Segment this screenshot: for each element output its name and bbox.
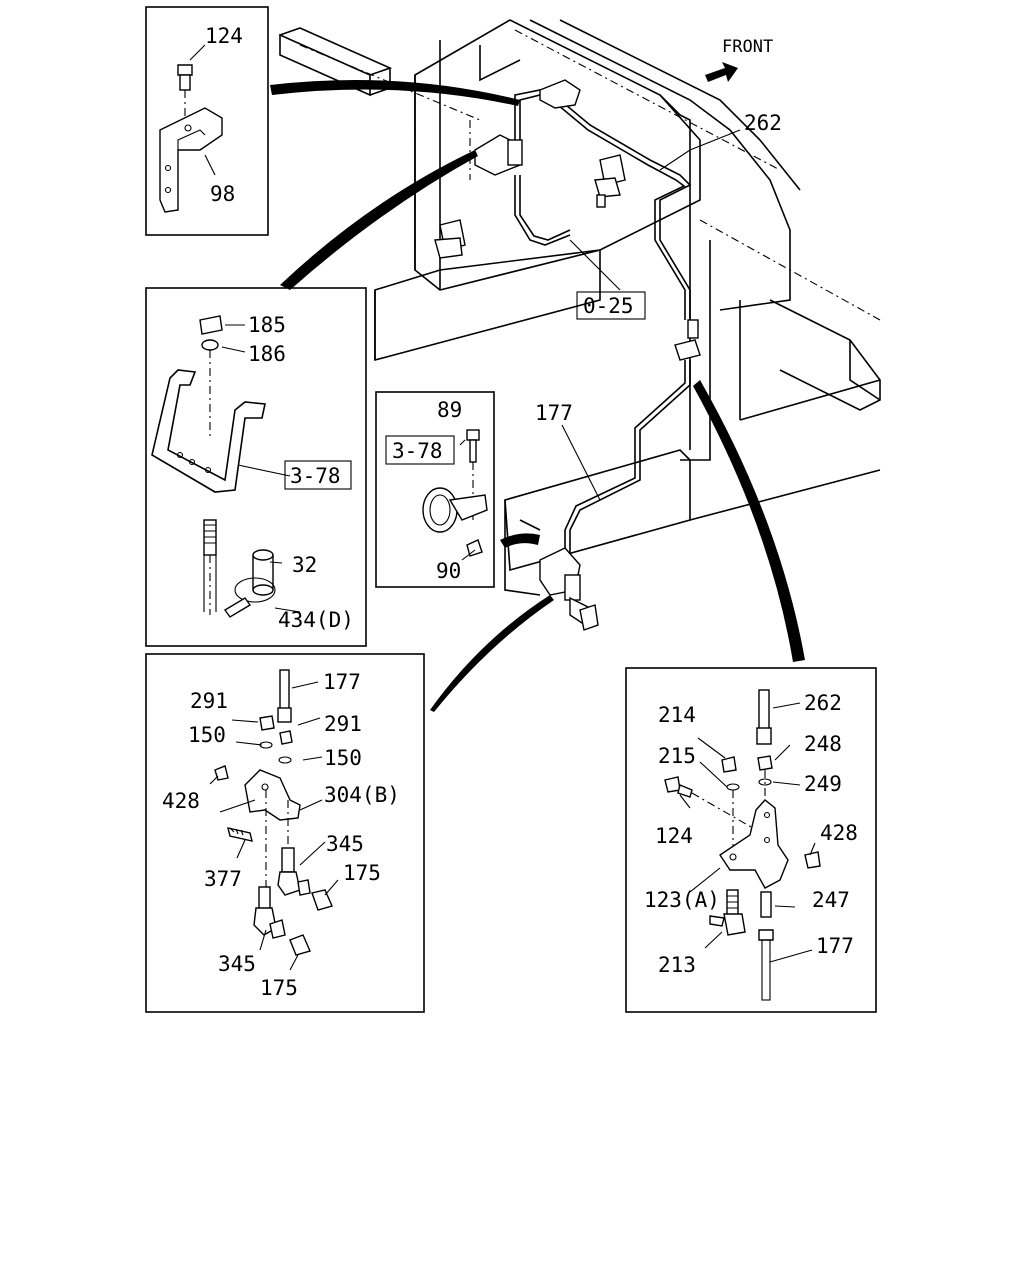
label-175-b: 175	[260, 976, 298, 1000]
inset-middle-left	[145, 287, 367, 647]
label-428-br: 428	[820, 821, 858, 845]
label-89: 89	[437, 398, 462, 422]
label-213: 213	[658, 953, 696, 977]
label-345-b: 345	[218, 952, 256, 976]
label-124-tl: 124	[205, 24, 243, 48]
label-428-bl: 428	[162, 789, 200, 813]
frame-assembly	[279, 19, 881, 596]
label-150-a: 150	[188, 723, 226, 747]
label-248: 248	[804, 732, 842, 756]
label-185: 185	[248, 313, 286, 337]
inset-bottom-left	[145, 653, 425, 1013]
label-247: 247	[812, 888, 850, 912]
label-215: 215	[658, 744, 696, 768]
label-150-b: 150	[324, 746, 362, 770]
label-345-a: 345	[326, 832, 364, 856]
label-291-b: 291	[324, 712, 362, 736]
callout-arrows	[270, 80, 805, 712]
main-components	[434, 79, 701, 631]
label-124-br: 124	[655, 824, 693, 848]
label-249: 249	[804, 772, 842, 796]
label-434d: 434(D)	[278, 608, 354, 632]
label-123a: 123(A)	[644, 888, 720, 912]
label-177-bl: 177	[323, 670, 361, 694]
label-90: 90	[436, 559, 461, 583]
inset-bottom-right	[625, 667, 877, 1013]
ref-3-78-mid: 3-78	[392, 439, 443, 463]
label-262-br: 262	[804, 691, 842, 715]
ref-3-78-ml: 3-78	[290, 464, 341, 488]
front-label: FRONT	[722, 37, 773, 57]
label-377: 377	[204, 867, 242, 891]
label-214: 214	[658, 703, 696, 727]
label-32: 32	[292, 553, 317, 577]
label-186: 186	[248, 342, 286, 366]
label-262-main: 262	[744, 111, 782, 135]
front-arrow-icon	[705, 62, 738, 82]
ref-0-25: 0-25	[583, 294, 634, 318]
label-177-br: 177	[816, 934, 854, 958]
label-177-main: 177	[535, 401, 573, 425]
label-98-tl: 98	[210, 182, 235, 206]
label-291-a: 291	[190, 689, 228, 713]
inset-middle	[375, 391, 495, 588]
brake-pipes	[514, 89, 692, 570]
inset-top-left	[145, 6, 269, 236]
label-304b: 304(B)	[324, 783, 400, 807]
label-175-a: 175	[343, 861, 381, 885]
